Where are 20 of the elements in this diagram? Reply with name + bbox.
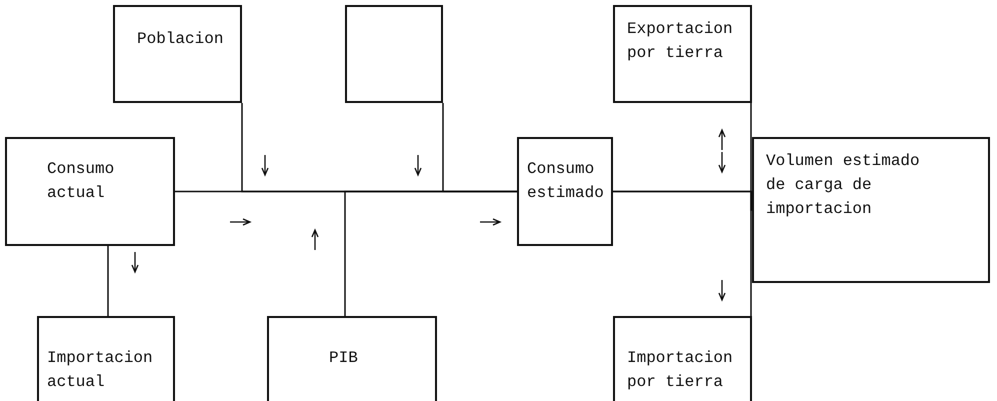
process-box <box>517 137 613 246</box>
box-label: PIB <box>329 348 359 369</box>
box-label: Poblacion <box>137 29 224 50</box>
process-box <box>613 5 752 103</box>
box-label: Importacion por tierra <box>627 348 734 393</box>
process-box <box>267 316 437 401</box>
connector-line <box>107 246 109 317</box>
box-label: Consumo actual <box>47 159 116 204</box>
process-box <box>5 137 175 246</box>
box-label: Exportacion por tierra <box>627 19 734 64</box>
box-label: Volumen estimado de carga de importacion <box>766 151 921 220</box>
box-label: Importacion actual <box>47 348 154 393</box>
process-box <box>37 316 175 401</box>
process-box <box>752 137 990 283</box>
process-box <box>613 316 752 401</box>
box-label: Consumo estimado <box>527 159 605 204</box>
process-box <box>113 5 242 103</box>
empty-box <box>345 5 443 103</box>
connector-line <box>613 190 752 316</box>
connector-line <box>344 190 517 316</box>
